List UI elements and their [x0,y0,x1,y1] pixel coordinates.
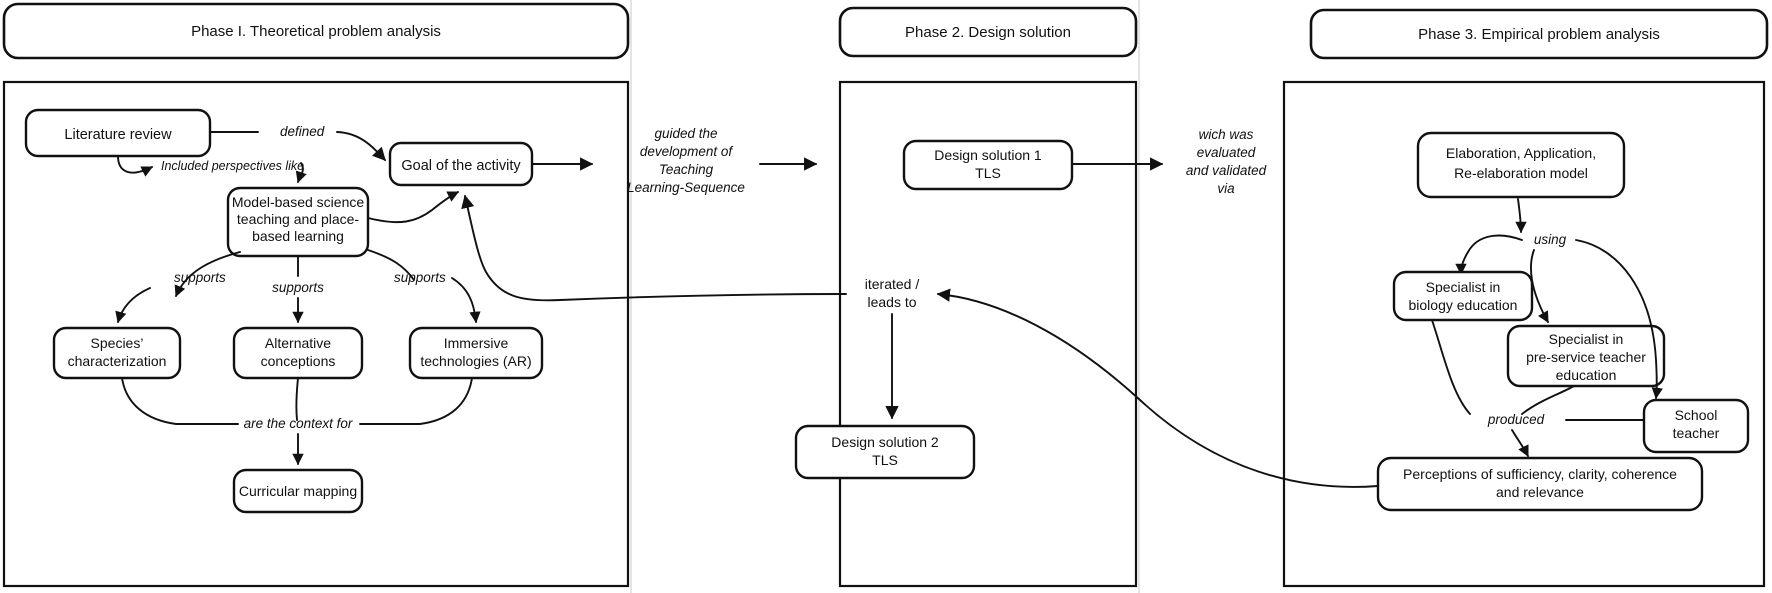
node-school-teacher-line-2: teacher [1673,425,1720,441]
node-immersive-line-1: Immersive [444,335,509,351]
edge-model-to-supports-left-start [174,251,241,298]
node-spec-preservice-line-2: pre-service teacher [1526,349,1646,365]
node-design-solution-2[interactable] [794,424,976,480]
edge-label-supports-right: supports [394,270,446,285]
phase-3-group: Phase 3. Empirical problem analysis Elab… [1282,8,1769,588]
edge-label-evaluated-line-4: via [1217,181,1235,196]
edge-label-guided-line-4: Learning-Sequence [627,180,745,195]
node-immersive-line-2: technologies (AR) [420,353,531,369]
node-model-based-line-3: based learning [252,228,344,244]
phase-3-header[interactable] [1309,8,1769,60]
node-spec-biology-line-1: Specialist in [1426,279,1501,295]
edge-immersive-to-context [359,377,473,425]
feedback-loops [461,194,1379,488]
node-perceptions-line-1: Perceptions of sufficiency, clarity, coh… [1403,466,1677,482]
node-ear-line-1: Elaboration, Application, [1446,145,1596,161]
edge-species-to-context [121,377,239,425]
edge-model-to-supports-right [367,249,415,281]
node-spec-biology-line-2: biology education [1409,297,1518,313]
node-curricular-mapping[interactable] [232,468,364,514]
node-design1-line-2: TLS [975,165,1001,181]
node-school-teacher[interactable] [1642,398,1750,454]
edge-label-defined: defined [280,124,325,139]
node-species-line-2: characterization [68,353,167,369]
edge-label-evaluated-line-1: wich was [1199,127,1254,142]
edge-literature-to-included [117,155,154,177]
edge-supports-left-to-species [115,287,151,324]
phase-1-title: Phase I. Theoretical problem analysis [191,23,441,40]
edge-defined-to-goal [336,131,386,161]
edge-label-guided-line-1: guided the [654,126,717,141]
edge-label-iterated-line-2: leads to [867,294,916,310]
node-perceptions[interactable] [1376,456,1704,512]
node-alternative-line-2: conceptions [261,353,336,369]
node-curricular-mapping-label: Curricular mapping [239,483,357,499]
edge-alternative-to-context [295,377,299,421]
edge-ear-to-using [1515,198,1527,234]
edge-label-produced: produced [1487,412,1545,427]
node-specialist-preservice[interactable] [1506,324,1666,388]
node-species-characterization[interactable] [52,326,182,380]
edge-supports-right-to-immersive [451,277,481,324]
edge-label-evaluated-line-2: evaluated [1197,145,1256,160]
edge-model-to-goal [367,191,460,224]
phase-2-group: Phase 2. Design solution Design solution… [794,6,1138,588]
edge-using-to-spec-preservice [1530,249,1549,323]
node-perceptions-line-2: and relevance [1496,484,1584,500]
node-model-based-line-2: teaching and place- [237,211,360,227]
node-design1-line-1: Design solution 1 [934,147,1042,163]
node-spec-preservice-line-1: Specialist in [1549,331,1624,347]
node-design2-line-1: Design solution 2 [831,434,939,450]
edge-using-to-spec-biology [1455,234,1523,276]
phase-2-header[interactable] [838,6,1138,58]
edge-label-included-perspectives: Included perspectives like [161,159,304,173]
edge-label-guided-line-2: development of [640,144,734,159]
node-species-line-1: Species’ [91,335,144,351]
phase1-to-phase2-connector: guided the development of Teaching Learn… [531,126,818,195]
node-goal-of-the-activity-label: Goal of the activity [401,158,521,174]
edge-perceptions-to-iterated [936,288,1379,488]
node-design2-line-2: TLS [872,452,898,468]
edge-label-supports-middle: supports [272,280,324,295]
node-design-solution-1[interactable] [902,139,1074,191]
edge-iterated-to-goal [461,194,847,302]
edge-label-iterated-line-1: iterated / [865,276,920,292]
node-literature-review-label: Literature review [64,127,172,143]
edge-label-evaluated-line-3: and validated [1186,163,1267,178]
edge-spec-biology-to-produced [1431,319,1471,415]
phase-1-group: Phase I. Theoretical problem analysis Li… [2,2,630,588]
edge-spec-preservice-to-produced [1521,385,1575,415]
node-ear-line-2: Re-elaboration model [1454,165,1588,181]
node-spec-preservice-line-3: education [1556,367,1617,383]
node-alternative-line-1: Alternative [265,335,331,351]
edge-label-are-the-context-for: are the context for [244,416,353,431]
node-specialist-biology[interactable] [1392,270,1534,322]
edge-included-to-model [295,162,307,184]
node-ear-model[interactable] [1416,131,1626,199]
node-school-teacher-line-1: School [1675,407,1718,423]
phase-2-title: Phase 2. Design solution [905,24,1071,41]
edge-label-using: using [1534,232,1567,247]
node-model-based-line-1: Model-based science [232,194,365,210]
node-immersive-technologies[interactable] [408,326,544,380]
edge-label-guided-line-3: Teaching [659,162,714,177]
phase-1-header[interactable] [2,2,630,60]
phase-3-title: Phase 3. Empirical problem analysis [1418,26,1660,43]
edge-using-to-school-teacher [1575,239,1663,400]
edge-produced-to-perceptions [1511,429,1529,458]
edge-label-supports-left: supports [174,270,226,285]
